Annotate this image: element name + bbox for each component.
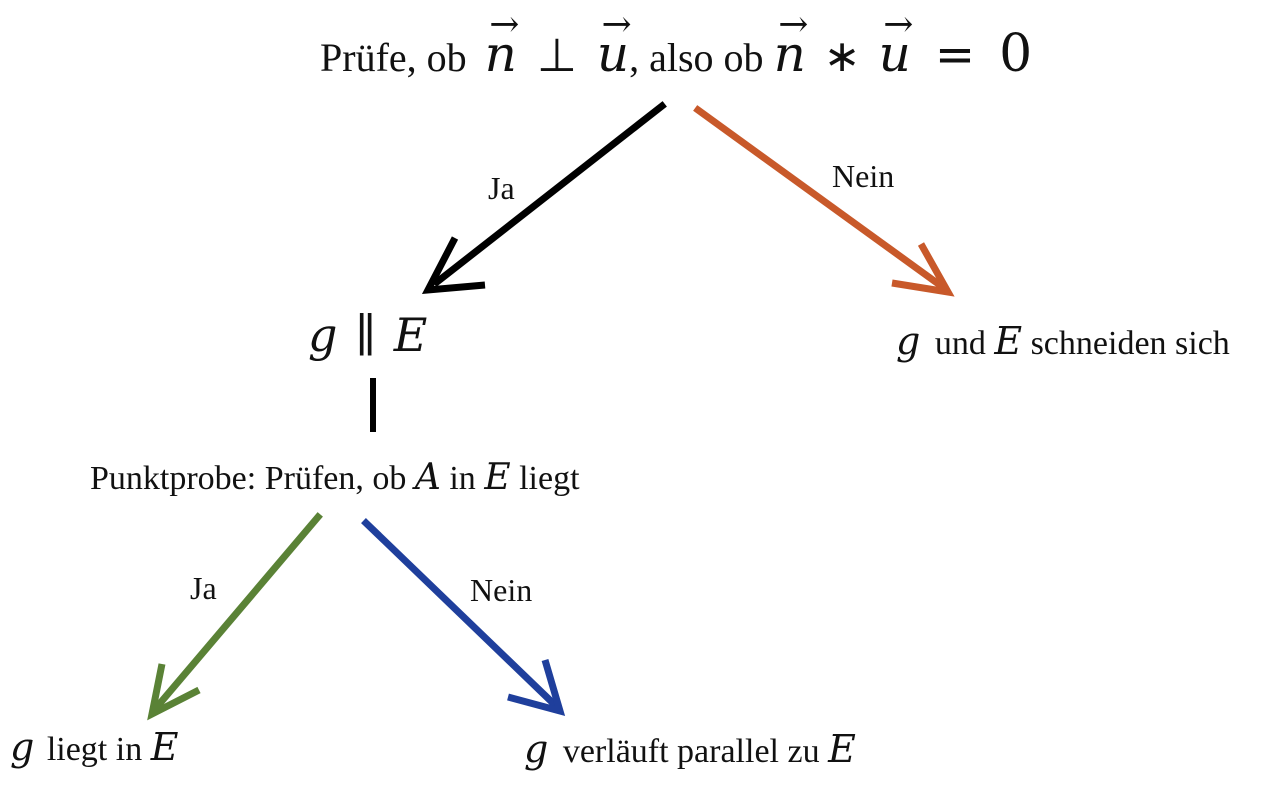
- var-g: g: [524, 727, 549, 771]
- in-plane-text: liegt in: [46, 731, 143, 768]
- point-test-prefix: Punktprobe: Prüfen, ob: [90, 460, 407, 497]
- var-a: A: [414, 457, 441, 498]
- var-e: E: [484, 457, 511, 498]
- node-parallel-only: g verläuft parallel zu E: [524, 730, 856, 769]
- label-nein-bottom: Nein: [470, 572, 533, 608]
- var-g: g: [308, 308, 338, 362]
- parallel-only-text: verläuft parallel zu: [562, 733, 820, 770]
- arrow-ja-bottom: [147, 512, 323, 721]
- point-test-in: in: [449, 460, 476, 497]
- top-question: Prüfe, ob n ⊥ u, also ob n ∗ u = 0: [320, 28, 1032, 80]
- perp-symbol: ⊥: [536, 28, 577, 82]
- arrow-nein-top: [693, 105, 955, 297]
- node-in-plane: g liegt in E: [10, 728, 178, 767]
- var-e: E: [994, 319, 1023, 363]
- top-middle: , also ob: [629, 35, 764, 80]
- var-e: E: [393, 308, 428, 362]
- vector-n: n: [485, 29, 517, 79]
- vector-u: u: [597, 29, 629, 79]
- point-test-suffix: liegt: [519, 460, 580, 497]
- equals-symbol: =: [934, 27, 976, 83]
- var-g: g: [896, 319, 921, 363]
- vector-n-2: n: [774, 29, 806, 79]
- arrow-ja-top: [421, 101, 667, 295]
- label-ja-top: Ja: [488, 170, 515, 206]
- intersect-und: und: [934, 325, 986, 362]
- label-nein-top: Nein: [832, 158, 895, 194]
- node-intersect: g und E schneiden sich: [896, 322, 1230, 361]
- parallel-symbol: ∥: [354, 308, 377, 362]
- var-g: g: [10, 725, 35, 769]
- node-point-test: Punktprobe: Prüfen, ob A in E liegt: [90, 460, 580, 496]
- var-e: E: [828, 727, 856, 771]
- label-ja-bottom: Ja: [190, 570, 217, 606]
- arrow-nein-bottom: [361, 518, 566, 717]
- vector-u-2: u: [879, 29, 911, 79]
- zero-value: 0: [999, 24, 1033, 84]
- star-symbol: ∗: [823, 31, 861, 82]
- var-e: E: [150, 725, 179, 769]
- top-prefix: Prüfe, ob: [320, 35, 467, 80]
- intersect-suffix: schneiden sich: [1030, 325, 1230, 362]
- node-parallel: g ∥ E: [308, 312, 427, 359]
